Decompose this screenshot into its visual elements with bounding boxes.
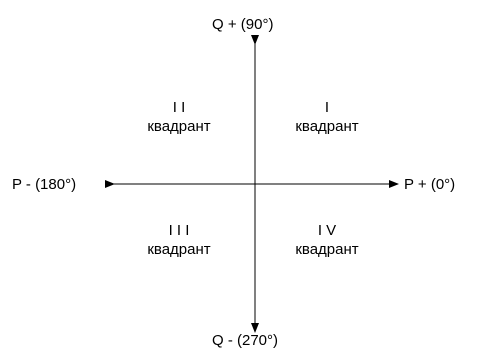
quadrant-ii-name: квадрант — [147, 118, 211, 135]
quadrant-i: I квадрант — [272, 98, 382, 136]
p-negative-label: P - (180°) — [12, 176, 77, 193]
quadrant-iv-numeral: I V — [317, 222, 337, 239]
quadrant-iii: I I I квадрант — [124, 221, 234, 259]
quadrant-i-name: квадрант — [295, 118, 359, 135]
quadrant-iv-name: квадрант — [295, 241, 359, 258]
quadrant-ii-numeral: I I — [172, 99, 186, 116]
quadrant-iv: I V квадрант — [272, 221, 382, 259]
quadrant-iii-name: квадрант — [147, 241, 211, 258]
q-negative-label: Q - (270°) — [212, 332, 279, 349]
quadrant-iii-numeral: I I I — [168, 222, 190, 239]
q-positive-label: Q + (90°) — [212, 16, 274, 33]
p-positive-label: P + (0°) — [404, 176, 456, 193]
quadrant-ii: I I квадрант — [124, 98, 234, 136]
quadrant-i-numeral: I — [324, 99, 330, 116]
